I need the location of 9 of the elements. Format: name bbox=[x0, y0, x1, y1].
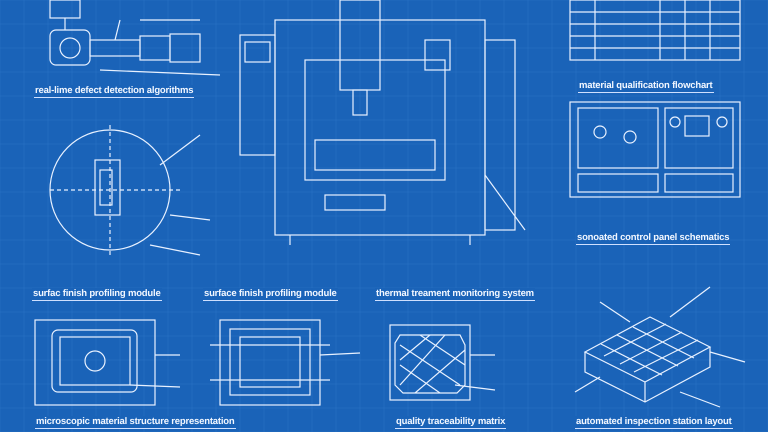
section-heading: quality traceability matrix bbox=[395, 416, 506, 429]
section-heading: thermal treament monitoring system bbox=[375, 288, 535, 301]
section-heading: microscopic material structure representation bbox=[35, 416, 236, 429]
section-heading: sonoated control panel schematics bbox=[576, 232, 730, 245]
section-heading: surfac finish profiling module bbox=[32, 288, 162, 301]
section-heading: surface finish profiling module bbox=[203, 288, 338, 301]
section-heading: real-lime defect detection algorithms bbox=[34, 85, 194, 98]
section-heading: material qualification flowchart bbox=[578, 80, 714, 93]
section-heading: automated inspection station layout bbox=[575, 416, 733, 429]
